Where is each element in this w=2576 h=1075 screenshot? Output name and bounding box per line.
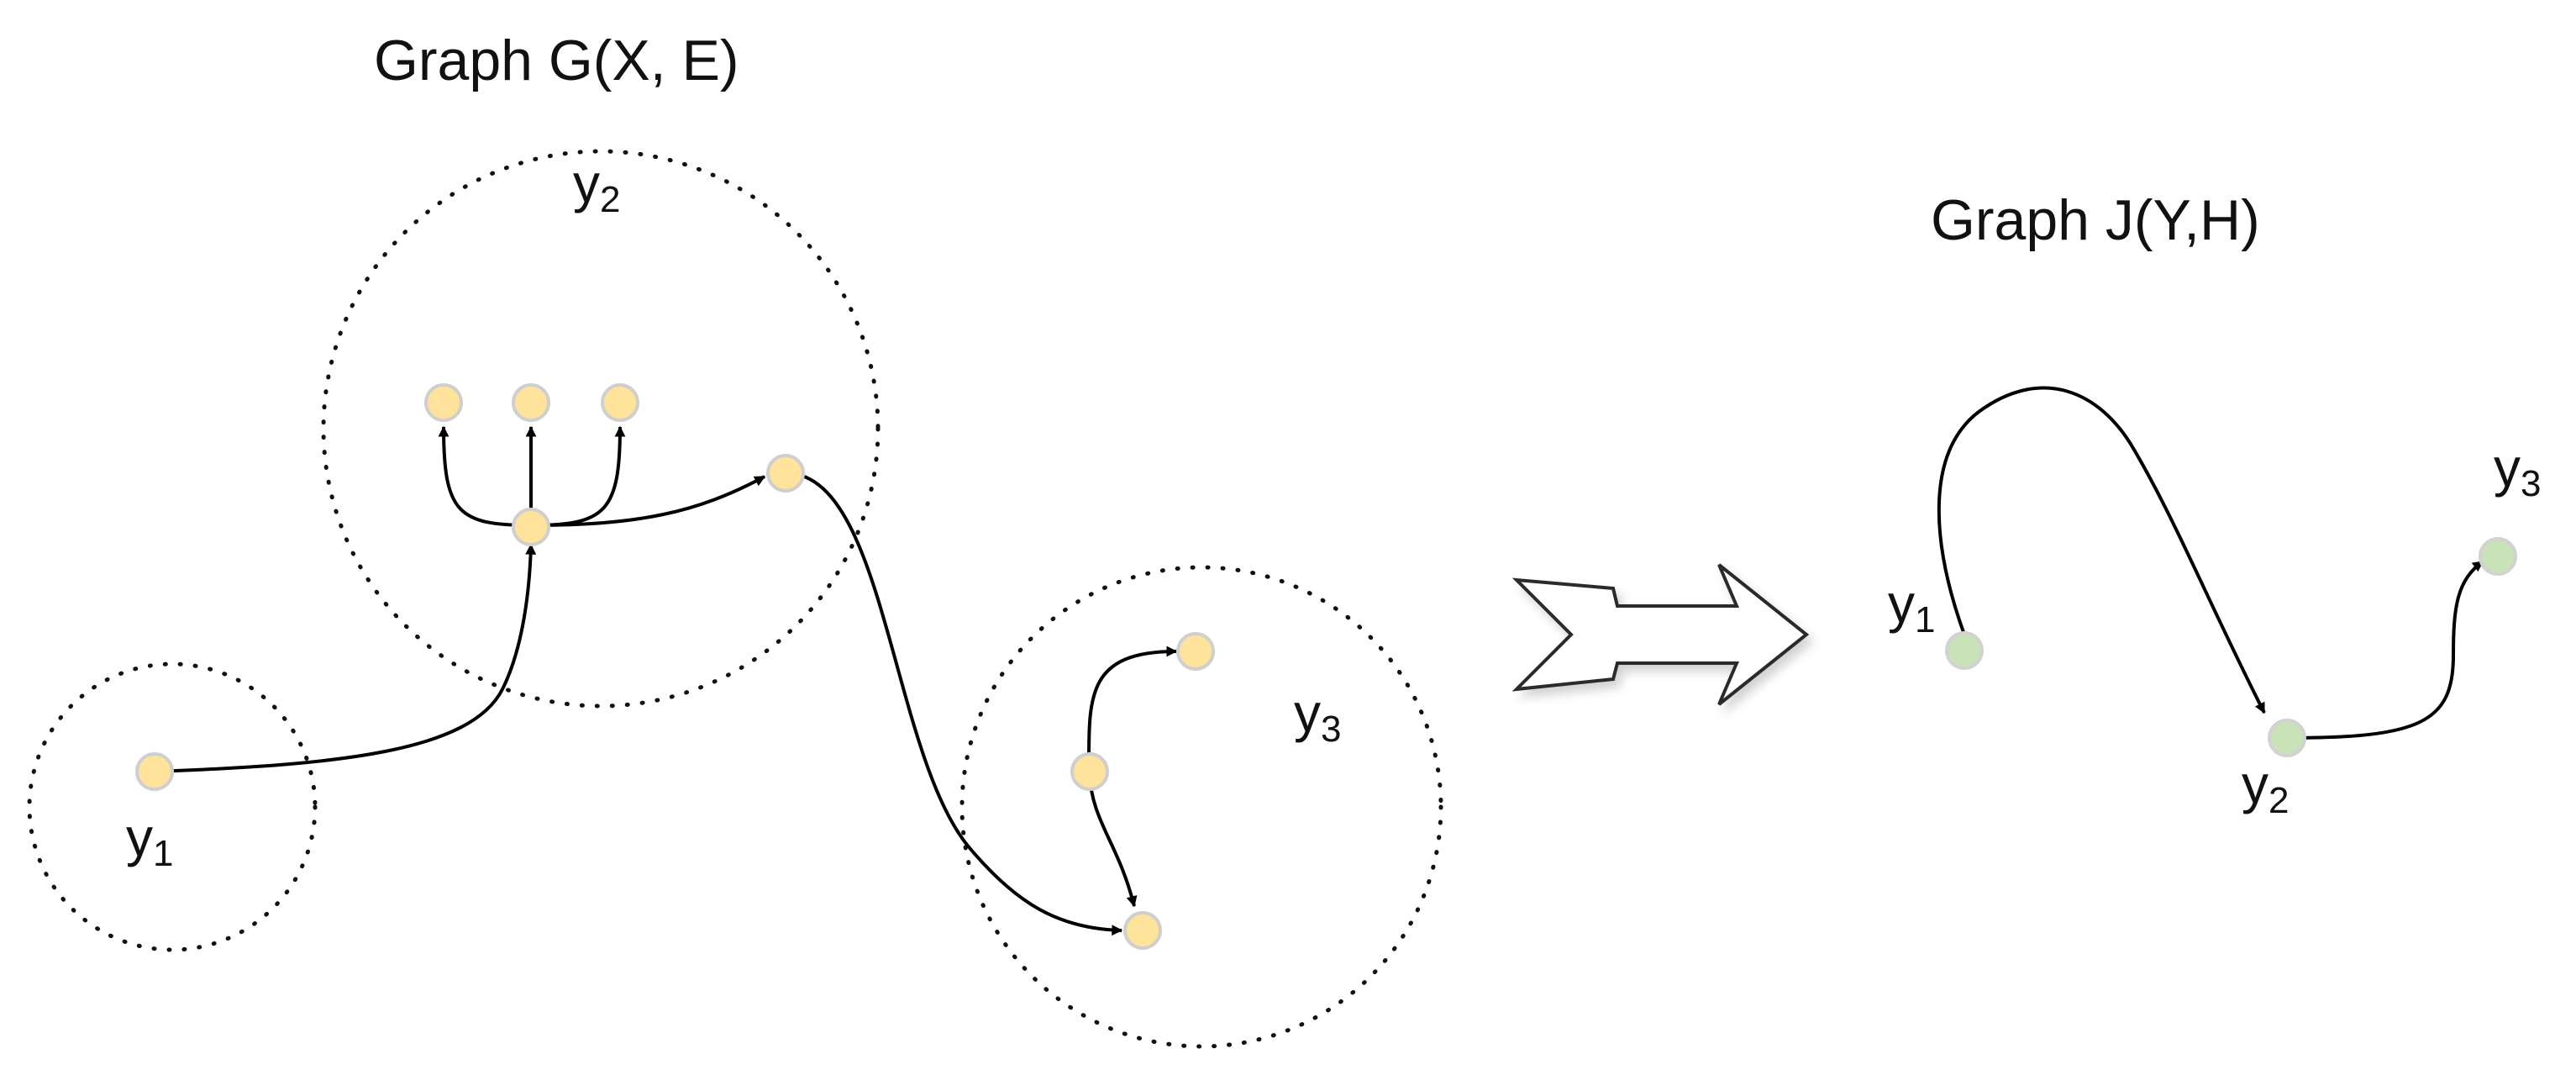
node-y3-label: y3 bbox=[2494, 437, 2541, 504]
node-x-top-middle bbox=[512, 383, 550, 422]
node-y1 bbox=[1945, 631, 1984, 670]
cluster-y1-label: y1 bbox=[126, 807, 173, 874]
node-y2-label: y2 bbox=[2242, 754, 2289, 821]
node-y2 bbox=[2268, 719, 2306, 757]
edge-y1-to-hub bbox=[154, 543, 537, 773]
graph-g-edges bbox=[154, 425, 1178, 936]
cluster-y3-boundary bbox=[959, 565, 1443, 1049]
graph-g-title: Graph G(X, E) bbox=[374, 29, 739, 92]
cluster-y2-boundary bbox=[321, 149, 881, 709]
graph-j-nodes bbox=[1945, 537, 2517, 757]
cluster-y1-boundary bbox=[27, 661, 318, 952]
node-x-y3-bottom bbox=[1123, 911, 1162, 950]
node-y3 bbox=[2479, 537, 2517, 576]
cluster-y2-label: y2 bbox=[573, 153, 620, 220]
node-x-y3-mid bbox=[1070, 752, 1109, 791]
edge-hub-to-exit-node bbox=[530, 475, 766, 527]
node-x-y1 bbox=[135, 752, 174, 791]
node-y1-label: y1 bbox=[1888, 573, 1935, 640]
cluster-y3-label: y3 bbox=[1294, 682, 1341, 750]
edge-hub-to-top-left bbox=[438, 425, 532, 527]
edge-exit-to-y3-bottom bbox=[784, 471, 1123, 936]
block-arrow-right-icon bbox=[1511, 563, 1810, 706]
graph-j-title: Graph J(Y,H) bbox=[1931, 188, 2260, 252]
node-x-y3-top bbox=[1176, 632, 1215, 671]
node-x-exit bbox=[766, 454, 805, 493]
edge-y2-to-y3 bbox=[2286, 560, 2484, 740]
edge-y1-to-y2 bbox=[1937, 386, 2266, 714]
edge-hub-to-top-right bbox=[530, 425, 626, 527]
node-x-hub bbox=[512, 508, 550, 546]
graph-g-nodes bbox=[135, 383, 1215, 950]
graph-j-edges bbox=[1937, 386, 2484, 740]
edge-y3-mid-to-top bbox=[1086, 646, 1178, 772]
edge-y3-mid-to-bottom bbox=[1087, 770, 1138, 908]
node-x-top-right bbox=[601, 383, 639, 422]
node-x-top-left bbox=[424, 383, 463, 422]
